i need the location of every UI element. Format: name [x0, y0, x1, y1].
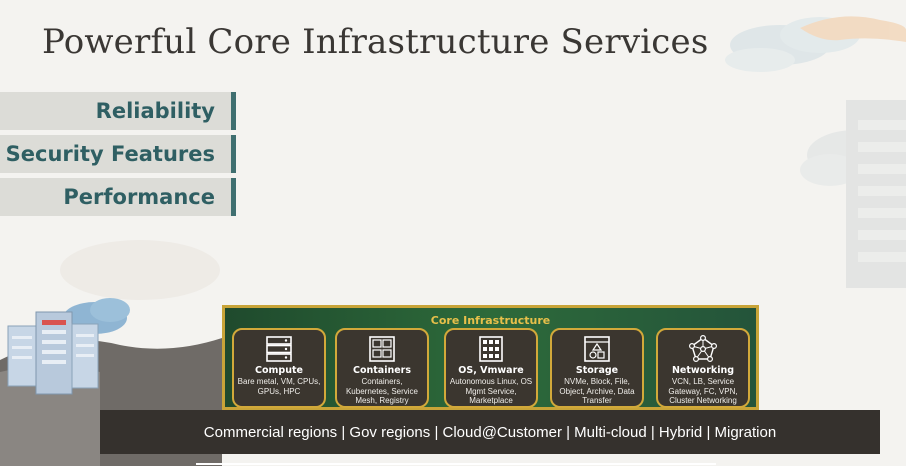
card-containers[interactable]: Containers Containers, Kubernetes, Servi… [335, 328, 429, 408]
card-compute[interactable]: Compute Bare metal, VM, CPUs, GPUs, HPC [232, 328, 326, 408]
card-containers-name: Containers [352, 365, 412, 376]
divider [196, 463, 716, 465]
server-tower-illustration [800, 100, 906, 288]
feature-performance: Performance [0, 178, 236, 216]
network-nodes-icon [688, 335, 718, 363]
server-stack-icon [266, 336, 292, 362]
os-grid-icon [479, 336, 503, 362]
card-networking-name: Networking [671, 365, 735, 376]
card-os-vmware-desc: Autonomous Linux, OS Mgmt Service, Marke… [449, 377, 533, 405]
feature-security: Security Features [0, 135, 236, 173]
card-networking-desc: VCN, LB, Service Gateway, FC, VPN, Clust… [668, 377, 738, 405]
deployment-options-text: Commercial regions | Gov regions | Cloud… [203, 423, 777, 441]
card-storage-name: Storage [575, 365, 619, 376]
card-storage[interactable]: Storage NVMe, Block, File, Object, Archi… [550, 328, 644, 408]
deployment-options-bar: Commercial regions | Gov regions | Cloud… [100, 410, 880, 454]
server-rack-illustration [7, 298, 130, 395]
slide-title: Powerful Core Infrastructure Services [42, 22, 709, 62]
card-containers-desc: Containers, Kubernetes, Service Mesh, Re… [345, 377, 419, 405]
container-grid-icon [369, 336, 395, 362]
core-infrastructure-panel: Core Infrastructure Compute Bare metal, … [222, 305, 759, 410]
card-compute-desc: Bare metal, VM, CPUs, GPUs, HPC [237, 377, 321, 396]
card-storage-desc: NVMe, Block, File, Object, Archive, Data… [559, 377, 635, 405]
core-infrastructure-title: Core Infrastructure [430, 314, 551, 327]
card-os-vmware[interactable]: OS, Vmware Autonomous Linux, OS Mgmt Ser… [444, 328, 538, 408]
card-compute-name: Compute [255, 365, 303, 376]
feature-reliability: Reliability [0, 92, 236, 130]
cloud-illustration-top-right [725, 16, 906, 72]
storage-shapes-icon [584, 336, 610, 362]
card-networking[interactable]: Networking VCN, LB, Service Gateway, FC,… [656, 328, 750, 408]
card-os-vmware-name: OS, Vmware [458, 365, 524, 376]
